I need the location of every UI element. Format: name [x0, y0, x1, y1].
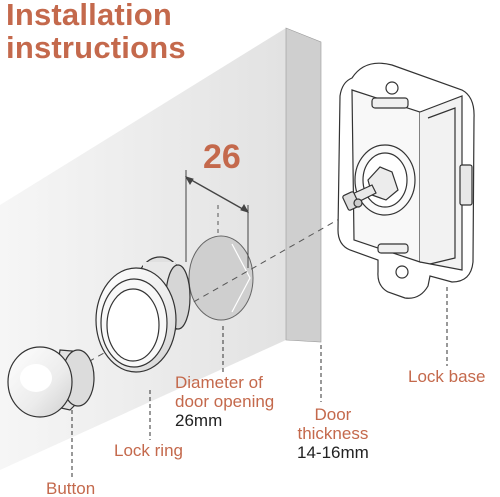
door-label-line-1: Door [314, 405, 352, 424]
diameter-label-line-2: door opening [175, 392, 275, 411]
diameter-label-line-1: Diameter of [175, 373, 263, 392]
lock-base-illustration [337, 62, 475, 299]
lock-ring-illustration [95, 256, 191, 373]
door-label-line-2: thickness [297, 424, 369, 443]
lock-base-label: Lock base [408, 367, 486, 386]
diameter-label: Diameter of door opening 26mm [175, 373, 274, 430]
door-thickness-label: Door thickness 14-16mm [297, 405, 369, 462]
title-line-2: instructions [6, 30, 186, 65]
dimension-value: 26 [203, 138, 241, 176]
door-edge [285, 27, 322, 343]
button-label: Button [46, 479, 96, 497]
leader-lines [71, 287, 448, 477]
button-illustration [7, 346, 95, 418]
door-opening-hole [188, 235, 254, 321]
title-line-1: Installation [6, 0, 173, 32]
door-thickness-value: 14-16mm [297, 443, 369, 462]
diameter-value: 26mm [175, 411, 223, 430]
dimension-arrow [184, 170, 250, 268]
lock-ring-label: Lock ring [114, 441, 183, 460]
page-title: Installation instructions [6, 0, 186, 64]
